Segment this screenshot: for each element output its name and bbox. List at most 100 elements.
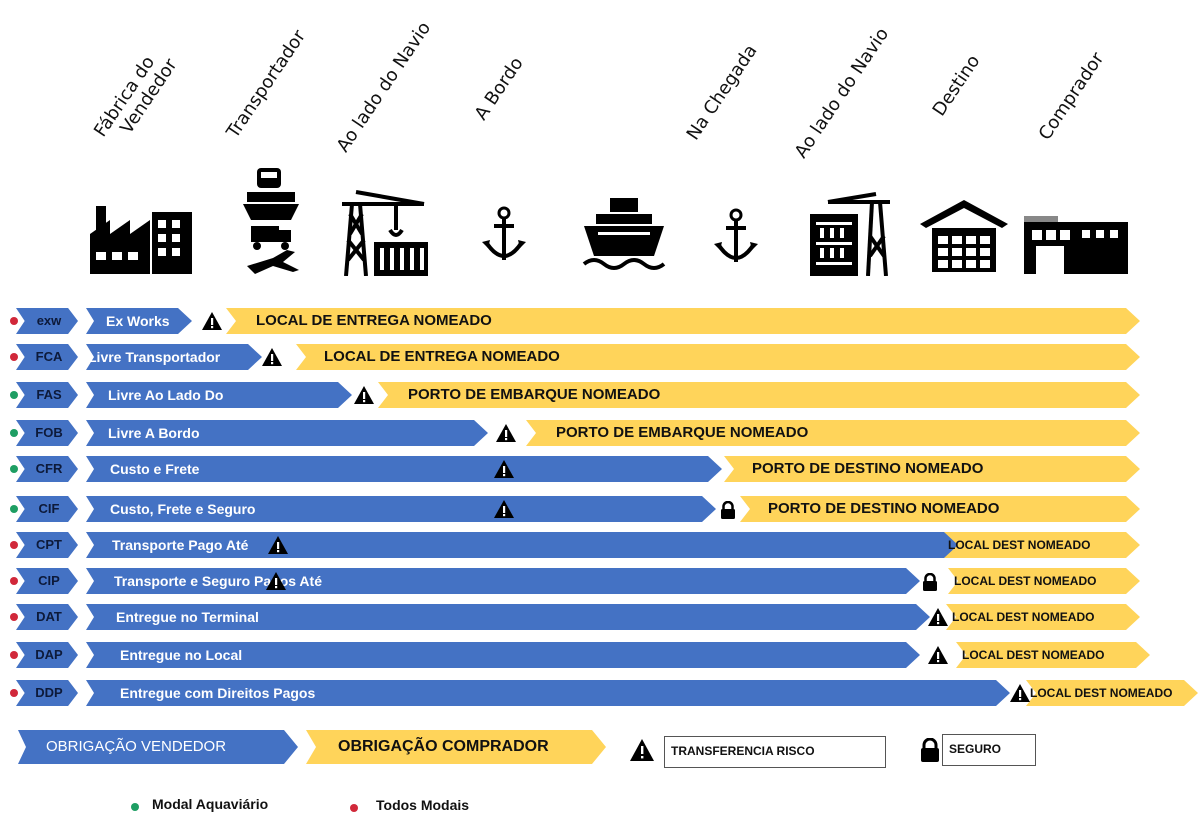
term-code: FAS — [36, 387, 62, 402]
incoterm-row-dat: DAT Entregue no Terminal LOCAL DEST NOMEAD… — [0, 604, 1198, 630]
obligation-label: LOCAL DEST NOMEADO — [952, 610, 1095, 624]
modal-all-dot — [10, 613, 18, 621]
risk-transfer-icon — [496, 424, 516, 442]
incoterm-row-cfr: CFR Custo e Frete PORTO DE DESTINO NOMEADO — [0, 456, 1198, 482]
term-code: CFR — [35, 461, 63, 476]
column-label-buyer: Comprador — [1034, 48, 1109, 145]
risk-transfer-icon — [266, 572, 286, 590]
term-code: CIF — [38, 501, 60, 516]
warehouse-icon — [920, 200, 1008, 272]
term-name: Transporte e Seguro Pagos Até — [114, 573, 322, 589]
column-label-on-arrival: Na Chegada — [682, 40, 762, 144]
risk-transfer-icon — [494, 500, 514, 518]
incoterm-row-cif: CIF Custo, Frete e Seguro PORTO DE DESTINO… — [0, 496, 1198, 522]
anchor-icon — [714, 208, 758, 262]
term-code: FOB — [35, 425, 63, 440]
obligation-label: LOCAL DE ENTREGA NOMEADO — [256, 312, 492, 329]
seller-obligation-bar — [86, 568, 920, 594]
port-crane-icon — [342, 190, 428, 276]
term-name: Entregue com Direitos Pagos — [120, 685, 316, 701]
incoterm-row-cpt: CPT Transporte Pago Até LOCAL DEST NOMEADO — [0, 532, 1198, 558]
term-code-chevron — [16, 382, 78, 408]
risk-transfer-icon — [262, 348, 282, 366]
seller-obligation-bar — [86, 308, 192, 334]
term-code-chevron — [16, 420, 78, 446]
term-code: DDP — [35, 685, 63, 700]
term-code-chevron — [16, 680, 78, 706]
modal-all-dot — [10, 541, 18, 549]
modal-water-dot — [10, 505, 18, 513]
term-code-chevron — [16, 604, 78, 630]
term-code-chevron — [16, 532, 78, 558]
obligation-label: LOCAL DEST NOMEADO — [1030, 686, 1173, 700]
modal-water-dot — [10, 465, 18, 473]
seller-obligation-bar — [86, 420, 488, 446]
term-code-chevron — [16, 308, 78, 334]
modal-all-dot — [10, 689, 18, 697]
column-label-carrier: Transportador — [222, 26, 311, 142]
obligation-label: PORTO DE DESTINO NOMEADO — [768, 500, 1000, 517]
column-label-alongside-origin: Ao lado do Navio — [332, 18, 436, 156]
modal-water-dot — [10, 391, 18, 399]
term-code-chevron — [16, 568, 78, 594]
modal-all-dot — [10, 317, 18, 325]
term-name: Custo e Frete — [110, 461, 200, 477]
risk-transfer-icon — [928, 608, 948, 626]
term-name: Transporte Pago Até — [112, 537, 249, 553]
term-code: exw — [36, 313, 62, 328]
term-code: DAT — [36, 609, 62, 624]
seller-obligation-bar — [86, 532, 958, 558]
seller-obligation-bar — [86, 680, 1010, 706]
anchor-icon — [482, 206, 526, 260]
buyer-obligation-bar — [948, 568, 1140, 594]
seller-obligation-bar — [86, 456, 722, 482]
buyer-obligation-bar — [944, 532, 1140, 558]
term-code: FCA — [35, 349, 63, 364]
term-name: Entregue no Local — [120, 647, 243, 663]
seller-obligation-bar — [86, 382, 352, 408]
insurance-lock-icon — [922, 572, 938, 591]
term-name: Entregue no Terminal — [116, 609, 259, 625]
legend-insurance-box: SEGURO — [942, 734, 1036, 766]
legend-all-dot — [350, 804, 358, 812]
term-name: Livre Transportador — [88, 349, 221, 365]
risk-transfer-icon — [630, 739, 654, 761]
risk-transfer-icon — [354, 386, 374, 404]
insurance-lock-icon — [921, 738, 939, 762]
term-code: DAP — [35, 647, 63, 662]
obligation-label: PORTO DE EMBARQUE NOMEADO — [408, 386, 661, 403]
seller-obligation-bar — [86, 496, 716, 522]
term-code: CIP — [38, 573, 60, 588]
incoterm-row-ddp: DDP Entregue com Direitos Pagos LOCAL DEST… — [0, 680, 1198, 706]
legend-water-label: Modal Aquaviário — [152, 796, 269, 812]
obligation-label: LOCAL DE ENTREGA NOMEADO — [324, 348, 560, 365]
column-label-seller-factory: Fábrica do Vendedor — [90, 52, 182, 152]
seller-obligation-bar — [86, 642, 920, 668]
term-name: Ex Works — [106, 313, 170, 329]
buyer-obligation-bar — [378, 382, 1140, 408]
seller-obligation-bar — [86, 604, 930, 630]
ship-icon — [582, 198, 666, 270]
legend-seller-bar — [18, 730, 298, 764]
column-label-destination: Destino — [928, 51, 985, 120]
legend-seller-label: OBRIGAÇÃO VENDEDOR — [46, 738, 227, 755]
term-code: CPT — [36, 537, 62, 552]
risk-transfer-icon — [1010, 684, 1030, 702]
term-name: Custo, Frete e Seguro — [110, 501, 256, 517]
risk-transfer-icon — [928, 646, 948, 664]
buyer-obligation-bar — [724, 456, 1140, 482]
obligation-label: LOCAL DEST NOMEADO — [948, 538, 1091, 552]
term-code-chevron — [16, 496, 78, 522]
incoterm-row-exw: exw Ex Works LOCAL DE ENTREGA NOMEADO — [0, 308, 1198, 334]
term-code-chevron — [16, 642, 78, 668]
multimodal-transport-icon — [243, 168, 299, 274]
factory-icon — [90, 206, 192, 274]
insurance-lock-icon — [720, 500, 736, 519]
risk-transfer-icon — [494, 460, 514, 478]
obligation-label: PORTO DE DESTINO NOMEADO — [752, 460, 984, 477]
modal-all-dot — [10, 651, 18, 659]
